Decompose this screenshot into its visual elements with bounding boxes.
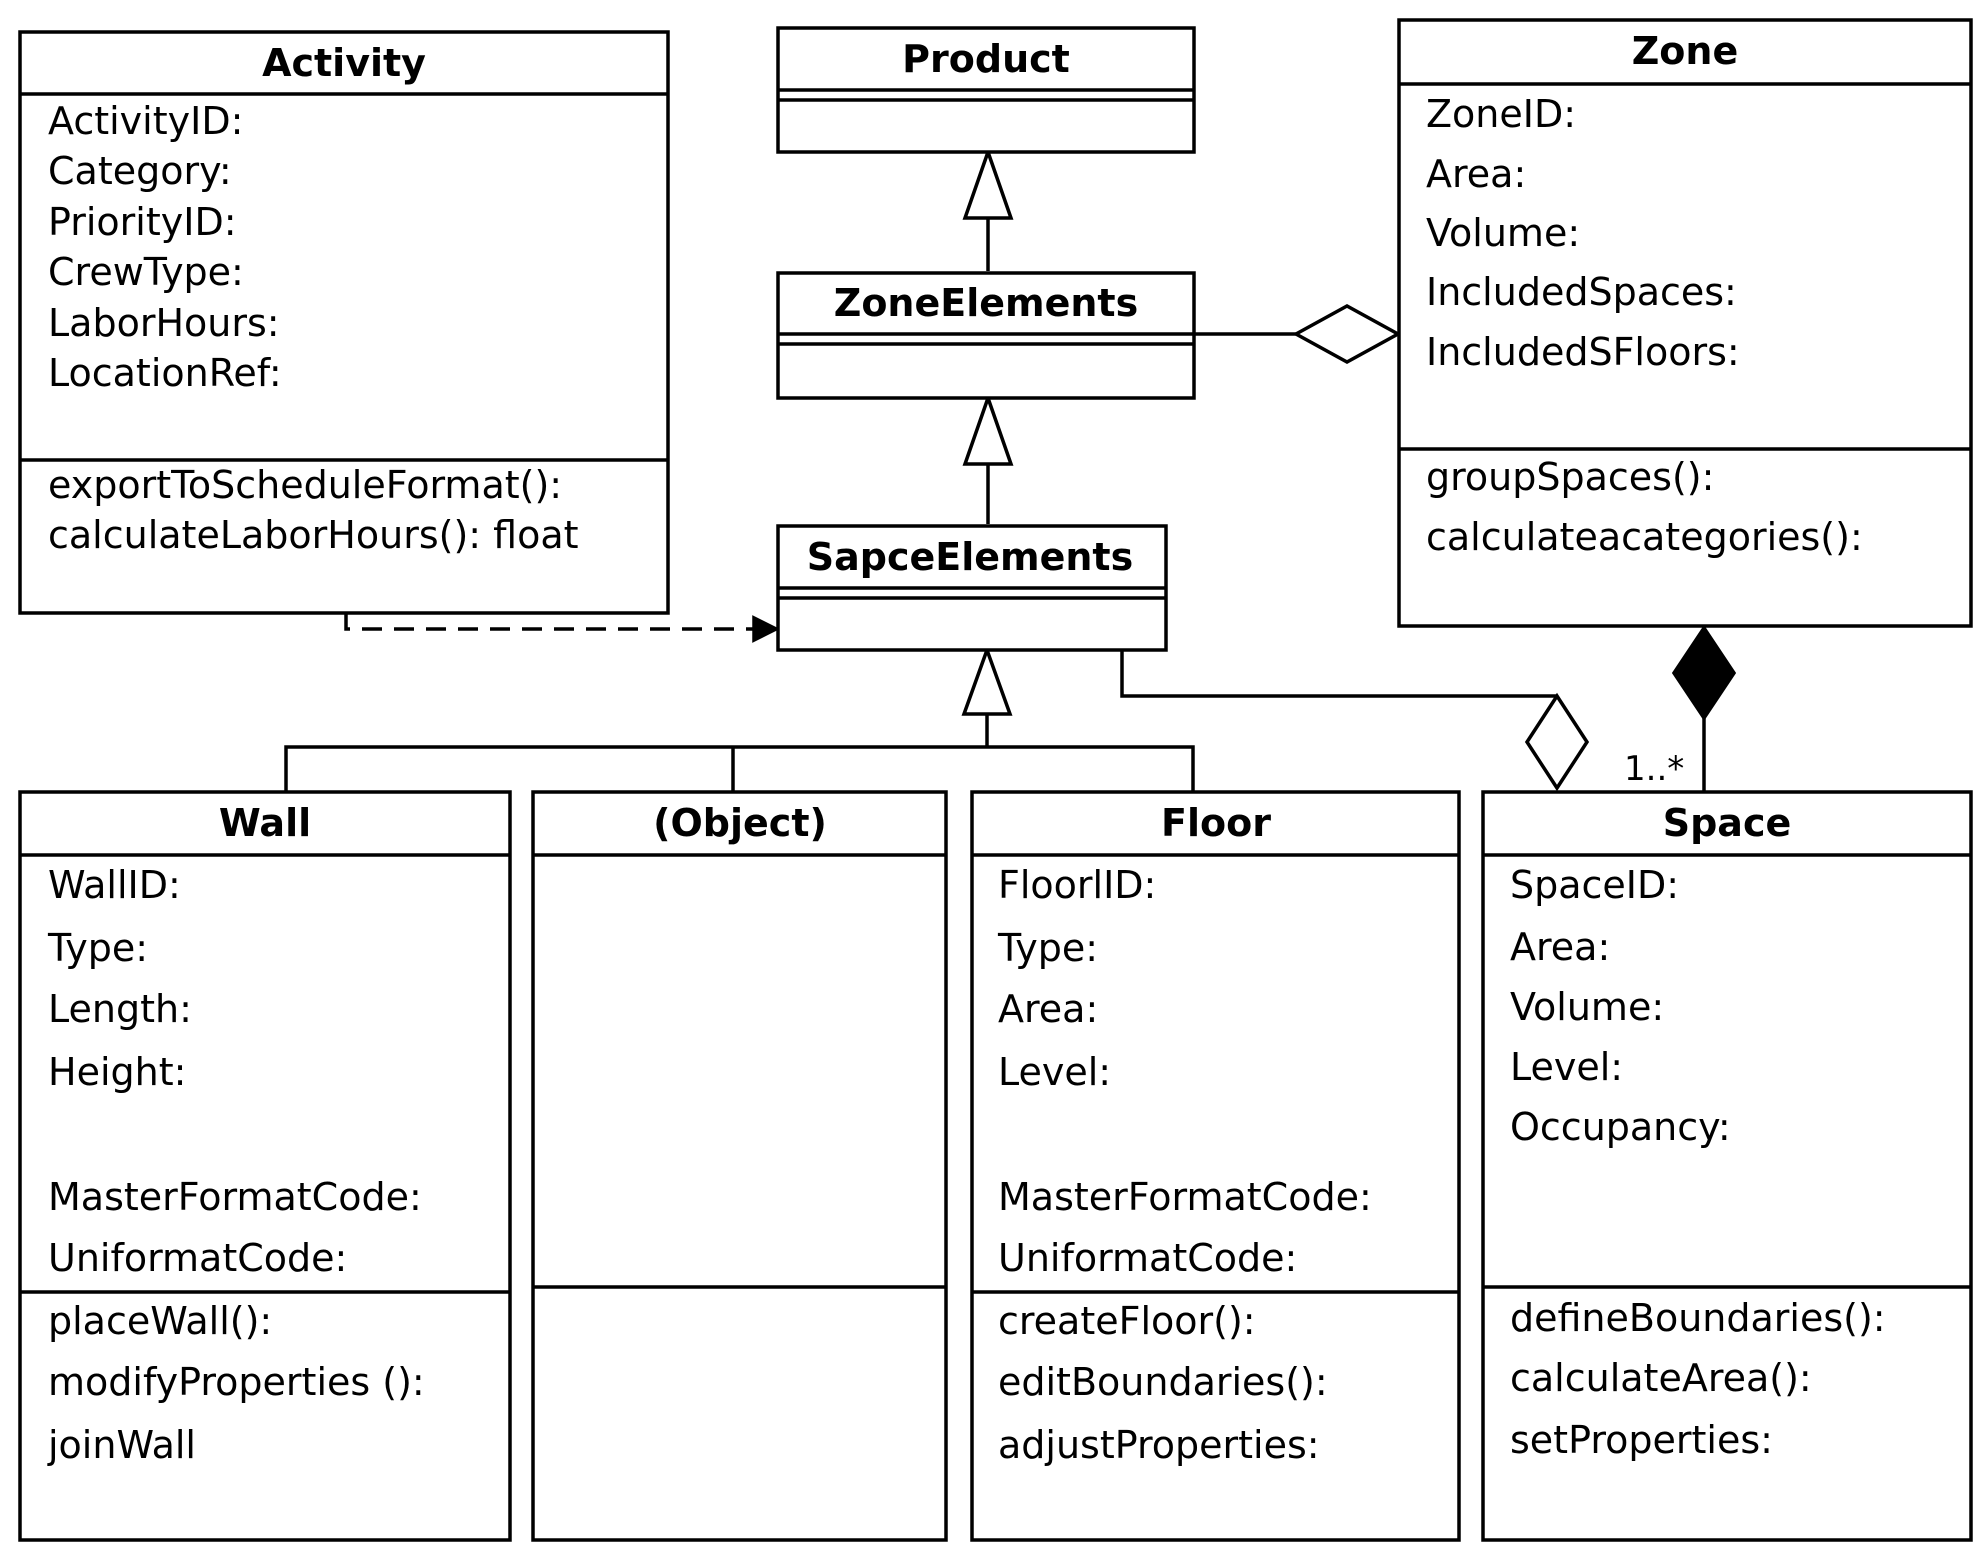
class-product-name: Product [902, 37, 1070, 81]
generalization-tree-spaceelements [284, 745, 1195, 792]
class-space-operation: defineBoundaries(): [1510, 1296, 1886, 1340]
class-wall-attribute: UniformatCode: [48, 1236, 347, 1280]
class-space-name: Space [1663, 801, 1792, 845]
class-floor-attribute: FloorlID: [998, 863, 1156, 907]
class-zone-name: Zone [1632, 29, 1739, 73]
class-floor-attribute: Area: [998, 987, 1098, 1031]
class-wall: Wall WallID: Type: Length: Height: Maste… [18, 790, 512, 1542]
class-wall-attribute: Height: [48, 1050, 186, 1094]
class-zoneelements-name: ZoneElements [834, 281, 1138, 325]
class-activity-attribute: Category: [48, 149, 232, 193]
class-wall-attribute: Length: [48, 987, 192, 1031]
class-object-box [531, 790, 948, 1542]
class-space-attribute: Area: [1510, 925, 1610, 969]
composition-diamond-zone [1671, 624, 1737, 722]
class-wall-box [18, 790, 512, 1542]
class-zone-attribute: ZoneID: [1426, 92, 1576, 136]
class-floor-operation: editBoundaries(): [998, 1360, 1328, 1404]
class-object: (Object) [531, 790, 948, 1542]
class-product: Product [776, 26, 1196, 154]
class-zone: Zone ZoneID: Area: Volume: IncludedSpace… [1397, 18, 1973, 628]
class-floor-attribute: Level: [998, 1050, 1111, 1094]
class-zone-box [1397, 18, 1973, 628]
generalization-arrowhead-zoneelements [962, 392, 1014, 466]
class-floor-attribute: MasterFormatCode: [998, 1175, 1372, 1219]
class-activity-operation: calculateLaborHours(): float [48, 513, 579, 557]
class-activity-attribute: CrewType: [48, 250, 244, 294]
class-wall-attribute: WallID: [48, 863, 181, 907]
multiplicity-label: 1..* [1624, 749, 1684, 789]
class-zone-attribute: Volume: [1426, 211, 1580, 255]
class-space-attribute: SpaceID: [1510, 863, 1679, 907]
aggregation-diamond-spaceelements [1524, 692, 1590, 792]
class-spaceelements-name: SapceElements [807, 535, 1133, 579]
class-activity: Activity ActivityID: Category: PriorityI… [18, 30, 670, 615]
class-space-attribute: Level: [1510, 1045, 1623, 1089]
class-space-box [1481, 790, 1973, 1542]
class-activity-box [18, 30, 670, 615]
class-wall-attribute: MasterFormatCode: [48, 1175, 422, 1219]
class-wall-name: Wall [219, 801, 311, 845]
class-object-name: (Object) [653, 801, 827, 845]
class-zone-attribute: IncludedSpaces: [1426, 270, 1737, 314]
class-wall-operation: joinWall [47, 1423, 196, 1467]
class-space-attribute: Occupancy: [1510, 1105, 1731, 1149]
class-floor-operation: adjustProperties: [998, 1423, 1320, 1467]
class-wall-attribute: Type: [47, 926, 148, 970]
class-space-attribute: Volume: [1510, 985, 1664, 1029]
dependency-activity-spaceelements-line [344, 613, 758, 631]
class-floor-operation: createFloor(): [998, 1299, 1256, 1343]
class-floor-attribute: Type: [997, 926, 1098, 970]
aggregation-diamond-zone [1292, 304, 1402, 364]
class-floor: Floor FloorlID: Type: Area: Level: Maste… [970, 790, 1461, 1542]
class-activity-name: Activity [262, 41, 426, 85]
class-zoneelements: ZoneElements [776, 271, 1196, 400]
class-spaceelements: SapceElements [776, 524, 1168, 652]
class-zone-operation: groupSpaces(): [1426, 455, 1714, 499]
class-activity-attribute: LaborHours: [48, 301, 280, 345]
class-wall-operation: placeWall(): [48, 1299, 272, 1343]
class-floor-attribute: UniformatCode: [998, 1236, 1297, 1280]
class-space: Space SpaceID: Area: Volume: Level: Occu… [1481, 790, 1973, 1542]
aggregation-spaceelements-space-line [1120, 651, 1557, 698]
class-floor-name: Floor [1161, 801, 1271, 845]
class-wall-operation: modifyProperties (): [48, 1360, 425, 1404]
class-activity-operation: exportToScheduleFormat(): [48, 463, 562, 507]
class-activity-attribute: PriorityID: [48, 200, 237, 244]
class-zone-attribute: IncludedSFloors: [1426, 330, 1740, 374]
class-activity-attribute: LocationRef: [48, 351, 282, 395]
connectors: 1..* [284, 146, 1737, 792]
generalization-arrowhead-spaceelements [961, 644, 1013, 716]
class-floor-box [970, 790, 1461, 1542]
class-zone-operation: calculateacategories(): [1426, 515, 1863, 559]
dependency-arrowhead [752, 615, 780, 643]
class-space-operation: calculateArea(): [1510, 1356, 1812, 1400]
class-space-operation: setProperties: [1510, 1418, 1773, 1462]
generalization-arrowhead-product [962, 146, 1014, 220]
class-activity-attribute: ActivityID: [48, 99, 243, 143]
class-zone-attribute: Area: [1426, 152, 1526, 196]
